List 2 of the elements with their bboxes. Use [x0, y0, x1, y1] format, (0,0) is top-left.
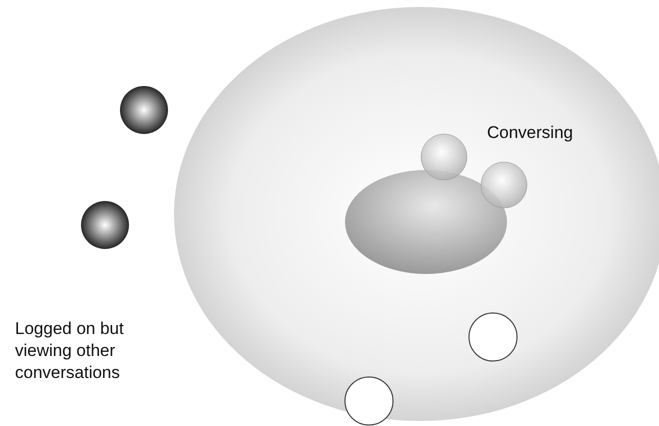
- caption-label: Conversing: [487, 122, 573, 144]
- caption-label: Logged on but viewing other conversations: [15, 318, 125, 384]
